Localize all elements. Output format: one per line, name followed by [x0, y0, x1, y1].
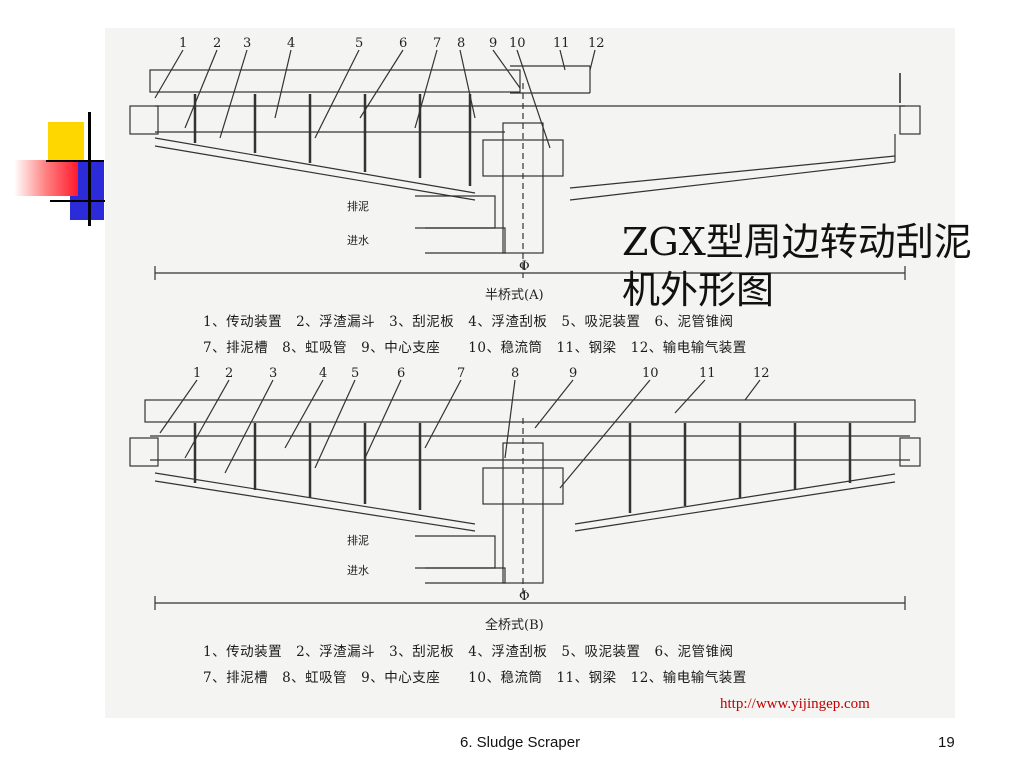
callout-b-4: 4 — [319, 366, 327, 381]
inlet-label-a: 进水 — [347, 234, 369, 247]
callout-a-12: 12 — [588, 36, 605, 51]
callout-b-11: 11 — [699, 366, 716, 381]
outlet-label-a: 排泥 — [347, 200, 369, 213]
callout-b-7: 7 — [457, 366, 465, 381]
callout-a-1: 1 — [179, 36, 187, 51]
callout-a-10: 10 — [509, 36, 526, 51]
inlet-label-b: 进水 — [347, 564, 369, 577]
caption-b: 全桥式(B) — [485, 618, 544, 633]
source-url-link[interactable]: http://www.yijingep.com — [720, 696, 870, 712]
callout-b-1: 1 — [193, 366, 201, 381]
legend-b-line-1: 1、传动装置 2、浮渣漏斗 3、刮泥板 4、浮渣刮板 5、吸泥装置 6、泥管锥阀 — [203, 644, 734, 660]
callout-a-8: 8 — [457, 36, 465, 51]
diagram-b-callouts: 1 2 3 4 5 6 7 8 9 10 11 12 Φ — [193, 366, 770, 604]
drawing-svg: 1 2 3 4 5 6 7 8 9 10 11 12 Φ 1 2 3 4 5 6… — [129, 36, 921, 610]
decor-black-hline-2 — [50, 200, 106, 202]
diagram-a-callouts: 1 2 3 4 5 6 7 8 9 10 11 12 Φ — [179, 36, 605, 274]
decor-black-vline — [88, 112, 91, 226]
callout-a-4: 4 — [287, 36, 295, 51]
callout-b-12: 12 — [753, 366, 770, 381]
callout-a-5: 5 — [355, 36, 363, 51]
caption-a: 半桥式(A) — [485, 288, 544, 303]
diagram-b-lines — [129, 379, 921, 610]
callout-b-6: 6 — [397, 366, 405, 381]
legend-a-line-1: 1、传动装置 2、浮渣漏斗 3、刮泥板 4、浮渣刮板 5、吸泥装置 6、泥管锥阀 — [203, 314, 734, 330]
scraper-drawing: 1 2 3 4 5 6 7 8 9 10 11 12 Φ 1 2 3 4 5 6… — [105, 28, 955, 718]
callout-b-5: 5 — [351, 366, 359, 381]
decor-black-hline-1 — [46, 160, 104, 162]
callout-b-3: 3 — [269, 366, 277, 381]
callout-a-11: 11 — [553, 36, 570, 51]
outlet-label-b: 排泥 — [347, 534, 369, 547]
footer-text: 6. Sludge Scraper — [460, 734, 581, 751]
decor-yellow-square — [48, 122, 84, 166]
legend-a-line-2: 7、排泥槽 8、虹吸管 9、中心支座 10、稳流筒 11、钢梁 12、输电输气装… — [203, 340, 747, 356]
axis-symbol-b: Φ — [519, 589, 530, 604]
callout-a-2: 2 — [213, 36, 221, 51]
diagram-a-lines — [129, 49, 921, 280]
decor-red-gradient — [14, 160, 78, 196]
callout-b-8: 8 — [511, 366, 519, 381]
legend-b-line-2: 7、排泥槽 8、虹吸管 9、中心支座 10、稳流筒 11、钢梁 12、输电输气装… — [203, 670, 747, 686]
callout-a-7: 7 — [433, 36, 441, 51]
page-number: 19 — [938, 734, 955, 751]
slide-title: ZGX型周边转动刮泥机外形图 — [622, 220, 972, 312]
axis-symbol-a: Φ — [519, 259, 530, 274]
callout-a-3: 3 — [243, 36, 251, 51]
callout-a-9: 9 — [489, 36, 497, 51]
callout-b-9: 9 — [569, 366, 577, 381]
callout-a-6: 6 — [399, 36, 407, 51]
callout-b-10: 10 — [642, 366, 659, 381]
callout-b-2: 2 — [225, 366, 233, 381]
